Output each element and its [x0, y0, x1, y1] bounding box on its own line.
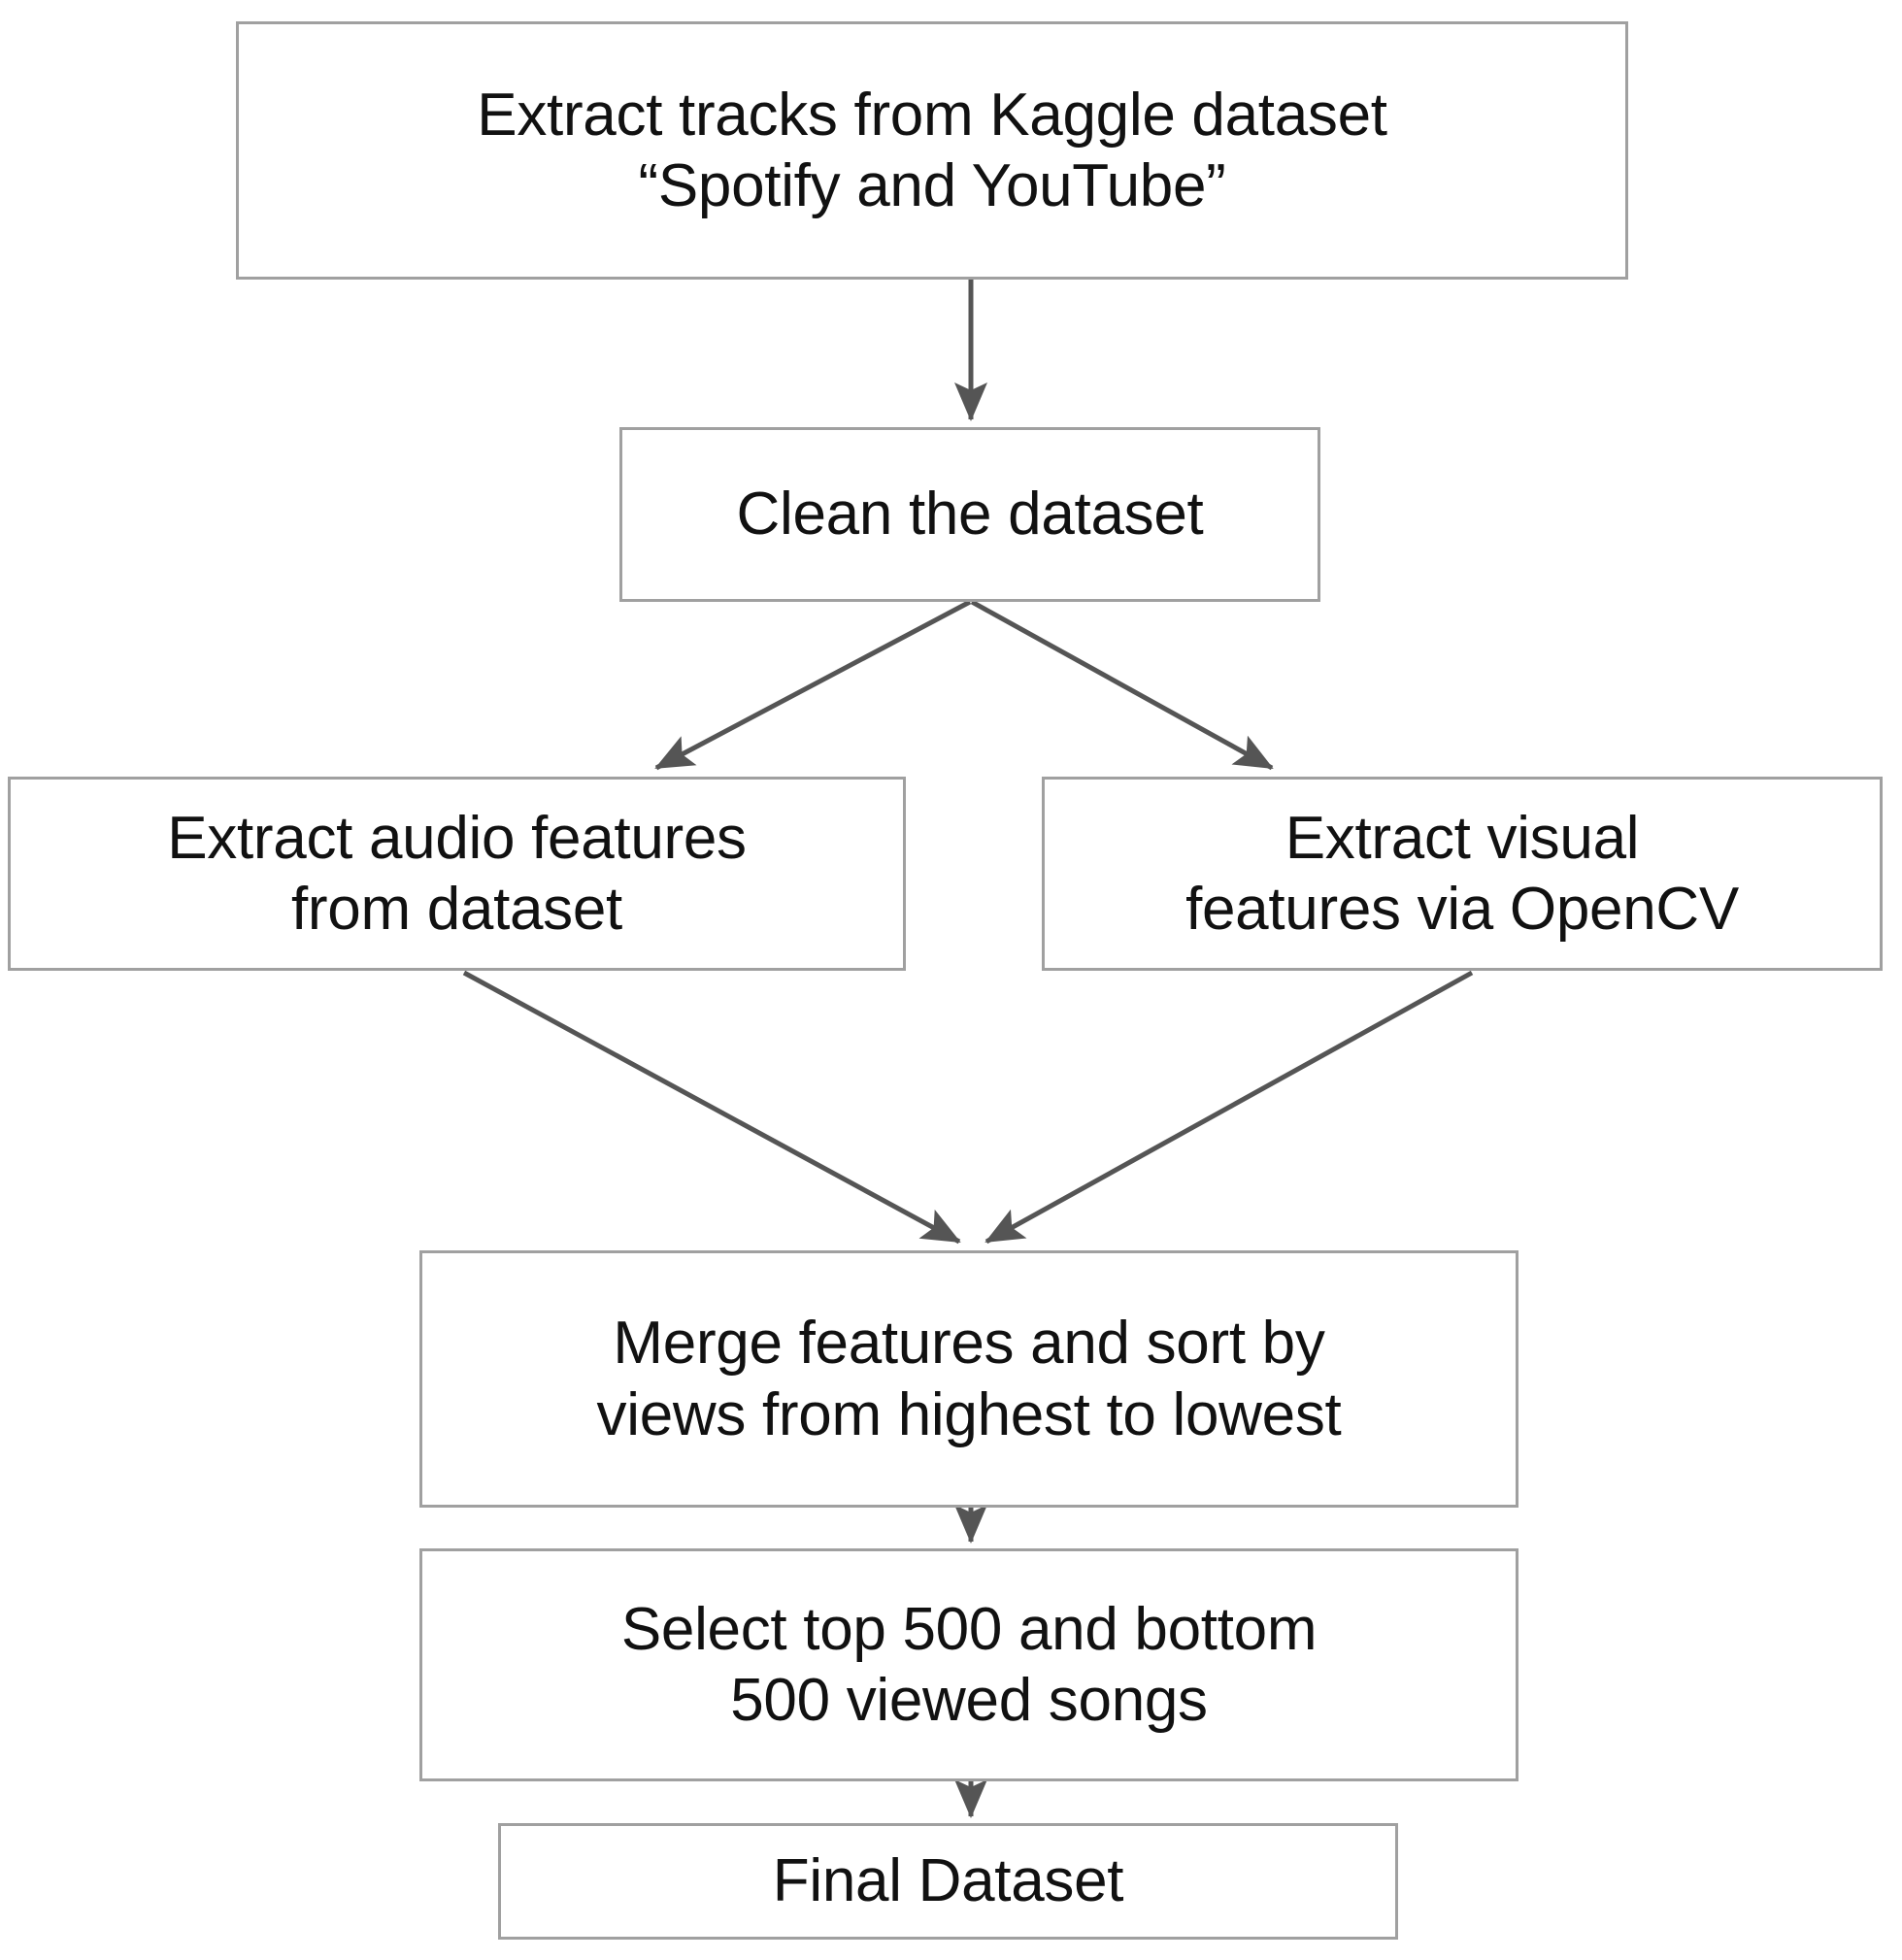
flow-node-select-top-bottom-label: Select top 500 and bottom 500 viewed son… [620, 1595, 1318, 1734]
flow-node-select-top-bottom[interactable]: Select top 500 and bottom 500 viewed son… [419, 1548, 1518, 1781]
flow-node-merge-and-sort-label: Merge features and sort by views from hi… [596, 1310, 1342, 1448]
flow-node-extract-visual-features[interactable]: Extract visual features via OpenCV [1042, 777, 1883, 971]
flow-node-final-dataset[interactable]: Final Dataset [498, 1823, 1398, 1940]
edge-audio-to-merge [462, 970, 961, 1245]
flow-node-clean-dataset-label: Clean the dataset [736, 481, 1204, 548]
edge-clean-to-audio [654, 599, 972, 771]
flow-node-extract-visual-features-label: Extract visual features via OpenCV [1185, 804, 1739, 943]
flow-node-extract-tracks-label: Extract tracks from Kaggle dataset “Spot… [477, 81, 1387, 219]
edge-visual-to-merge [984, 970, 1474, 1245]
flow-node-final-dataset-label: Final Dataset [772, 1847, 1124, 1915]
edge-clean-to-visual [970, 599, 1274, 771]
flow-node-merge-and-sort[interactable]: Merge features and sort by views from hi… [419, 1250, 1518, 1508]
flow-node-extract-audio-features-label: Extract audio features from dataset [167, 804, 747, 943]
flow-node-extract-tracks[interactable]: Extract tracks from Kaggle dataset “Spot… [236, 21, 1628, 280]
flow-node-extract-audio-features[interactable]: Extract audio features from dataset [8, 777, 906, 971]
flow-node-clean-dataset[interactable]: Clean the dataset [619, 427, 1320, 602]
